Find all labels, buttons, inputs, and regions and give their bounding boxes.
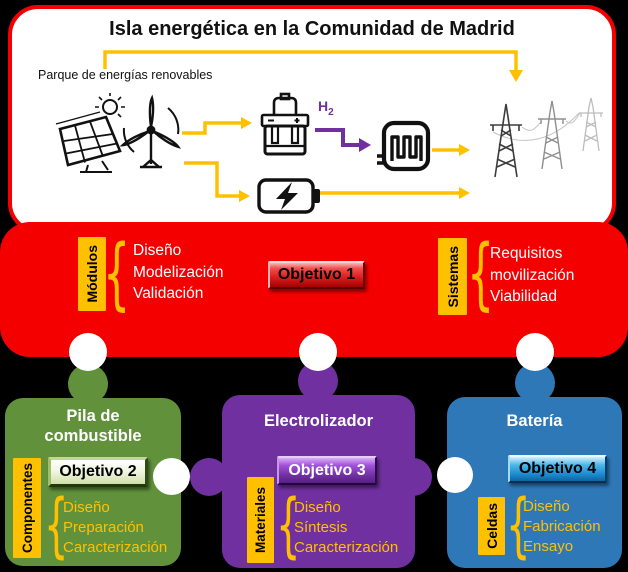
page-title: Isla energética en la Comunidad de Madri… xyxy=(109,18,515,40)
modules-list: Diseño Modelización Validación xyxy=(133,240,223,305)
hydrogen-arrow xyxy=(315,128,359,147)
fuel-cell-piece: Pila de combustible Objetivo 2 Component… xyxy=(5,398,181,566)
hydrogen-label: H2 xyxy=(318,98,334,118)
arrowhead-down-icon xyxy=(509,70,523,82)
puzzle-socket xyxy=(437,457,473,493)
lightning-bolt-icon xyxy=(276,182,298,210)
electrolyzer-piece: Electrolizador Objetivo 3 Materiales Dis… xyxy=(222,395,415,568)
connector-line xyxy=(103,50,518,72)
transmission-tower xyxy=(579,97,603,152)
cells-tag: Celdas xyxy=(478,497,505,555)
list-item: Caracterización xyxy=(63,539,168,556)
puzzle-socket xyxy=(153,458,190,495)
objective-3-button[interactable]: Objetivo 3 xyxy=(277,456,377,485)
renewables-panel: Isla energética en la Comunidad de Madri… xyxy=(8,5,616,233)
list-item: Diseño xyxy=(133,242,182,259)
transmission-tower xyxy=(490,103,522,178)
list-item: movilización xyxy=(490,266,575,284)
list-item: Modelización xyxy=(133,263,224,281)
materials-tag: Materiales xyxy=(247,477,274,563)
piece-title: Pila de combustible xyxy=(44,407,142,445)
systems-tag: Sistemas xyxy=(438,238,467,315)
arrow-to-battery xyxy=(184,161,239,198)
battery-piece: Batería Objetivo 4 Celdas Diseño Fabrica… xyxy=(447,397,622,568)
components-list: Diseño Preparación Caracterización xyxy=(63,498,167,558)
list-item: Preparación xyxy=(63,519,144,536)
puzzle-knob xyxy=(190,458,228,496)
objective-1-button[interactable]: Objetivo 1 xyxy=(268,261,365,289)
fuel-cell-icon xyxy=(377,120,431,172)
puzzle-socket xyxy=(69,333,107,371)
solar-panel-icon xyxy=(55,93,125,173)
arrowhead-icon xyxy=(459,187,470,199)
piece-title: Batería xyxy=(506,412,563,430)
battery-icon xyxy=(257,178,320,214)
arrowhead-icon xyxy=(241,117,252,129)
modules-tag: Módulos xyxy=(78,237,106,311)
arrowhead-icon xyxy=(359,138,371,152)
arrow-to-electrolyzer xyxy=(182,121,241,135)
components-tag: Componentes xyxy=(13,458,41,558)
transmission-tower xyxy=(538,100,566,170)
flow-arrow-icon xyxy=(103,50,523,202)
list-item: Fabricación xyxy=(523,518,601,535)
list-item: Diseño xyxy=(294,499,341,516)
list-item: Ensayo xyxy=(523,538,574,555)
materials-list: Diseño Síntesis Caracterización xyxy=(294,498,398,558)
cells-list: Diseño Fabricación Ensayo xyxy=(523,497,601,557)
systems-list: Requisitos movilización Viabilidad xyxy=(490,243,574,308)
arrowhead-icon xyxy=(239,190,250,202)
piece-title: Electrolizador xyxy=(263,412,374,430)
transmission-towers-icon xyxy=(490,97,603,178)
objective-2-button[interactable]: Objetivo 2 xyxy=(48,457,148,487)
arrowhead-icon xyxy=(459,144,470,156)
electrolyzer-icon xyxy=(260,92,310,156)
list-item: Caracterización xyxy=(294,539,399,556)
list-item: Diseño xyxy=(523,498,570,515)
list-item: Viabilidad xyxy=(490,288,557,305)
list-item: Síntesis xyxy=(294,519,348,536)
list-item: Validación xyxy=(133,285,204,302)
list-item: Requisitos xyxy=(490,245,563,262)
list-item: Diseño xyxy=(63,499,110,516)
wind-turbine-icon xyxy=(120,94,182,169)
sun-icon xyxy=(102,99,118,115)
puzzle-socket xyxy=(516,333,554,371)
puzzle-socket xyxy=(299,333,337,371)
park-label: Parque de energías renovables xyxy=(38,68,213,82)
objective-4-button[interactable]: Objetivo 4 xyxy=(508,455,607,483)
